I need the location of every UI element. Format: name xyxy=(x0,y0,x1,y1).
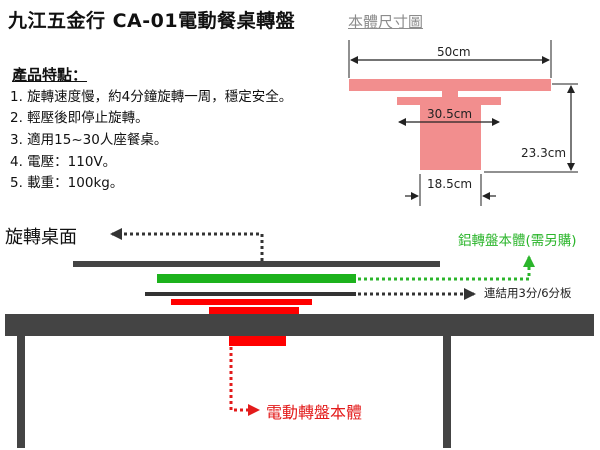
dimension-drawing xyxy=(348,40,578,206)
feature-item: 3. 適用15~30人座餐桌。 xyxy=(10,132,168,148)
page-title: 九江五金行 CA-01電動餐桌轉盤 xyxy=(8,10,296,32)
dim-base-body xyxy=(420,105,481,170)
motor-leader-arrow xyxy=(229,347,260,416)
dim-top-plate xyxy=(349,79,551,91)
aluminum-plate-label: 鋁轉盤本體(需另購) xyxy=(458,233,577,249)
assembly-drawing xyxy=(5,228,594,448)
feature-item: 5. 載重：100kg。 xyxy=(10,175,124,191)
features-heading: 產品特點： xyxy=(12,66,88,84)
dim-height-label: 23.3cm xyxy=(521,146,567,160)
aluminum-leader-arrow xyxy=(358,255,535,281)
feature-item: 1. 旋轉速度慢，約4分鐘旋轉一周，穩定安全。 xyxy=(10,89,293,105)
dim-middle-width-label: 30.5cm xyxy=(427,107,473,121)
feature-item: 2. 輕壓後即停止旋轉。 xyxy=(10,110,149,126)
aluminum-plate xyxy=(157,274,356,283)
dim-top-width-label: 50cm xyxy=(437,45,471,59)
dining-table-leg xyxy=(17,336,25,448)
motor-body-label: 電動轉盤本體 xyxy=(266,403,363,422)
rotating-tabletop xyxy=(73,261,440,267)
dim-middle-plate xyxy=(397,97,501,105)
dim-neck xyxy=(442,91,458,97)
motor-middle-plate xyxy=(209,307,299,314)
dim-base-width-label: 18.5cm xyxy=(427,177,473,191)
tabletop-leader-arrow xyxy=(110,228,264,261)
dining-table-leg xyxy=(443,336,451,448)
connecting-board xyxy=(145,292,356,296)
rotating-tabletop-label: 旋轉桌面 xyxy=(5,227,77,248)
motor-top-plate xyxy=(171,299,312,305)
dining-table-top xyxy=(5,314,594,336)
feature-item: 4. 電壓：110V。 xyxy=(10,154,117,170)
dimension-diagram-title: 本體尺寸圖 xyxy=(348,13,424,31)
connecting-board-label: 連結用3分/6分板 xyxy=(484,286,572,300)
